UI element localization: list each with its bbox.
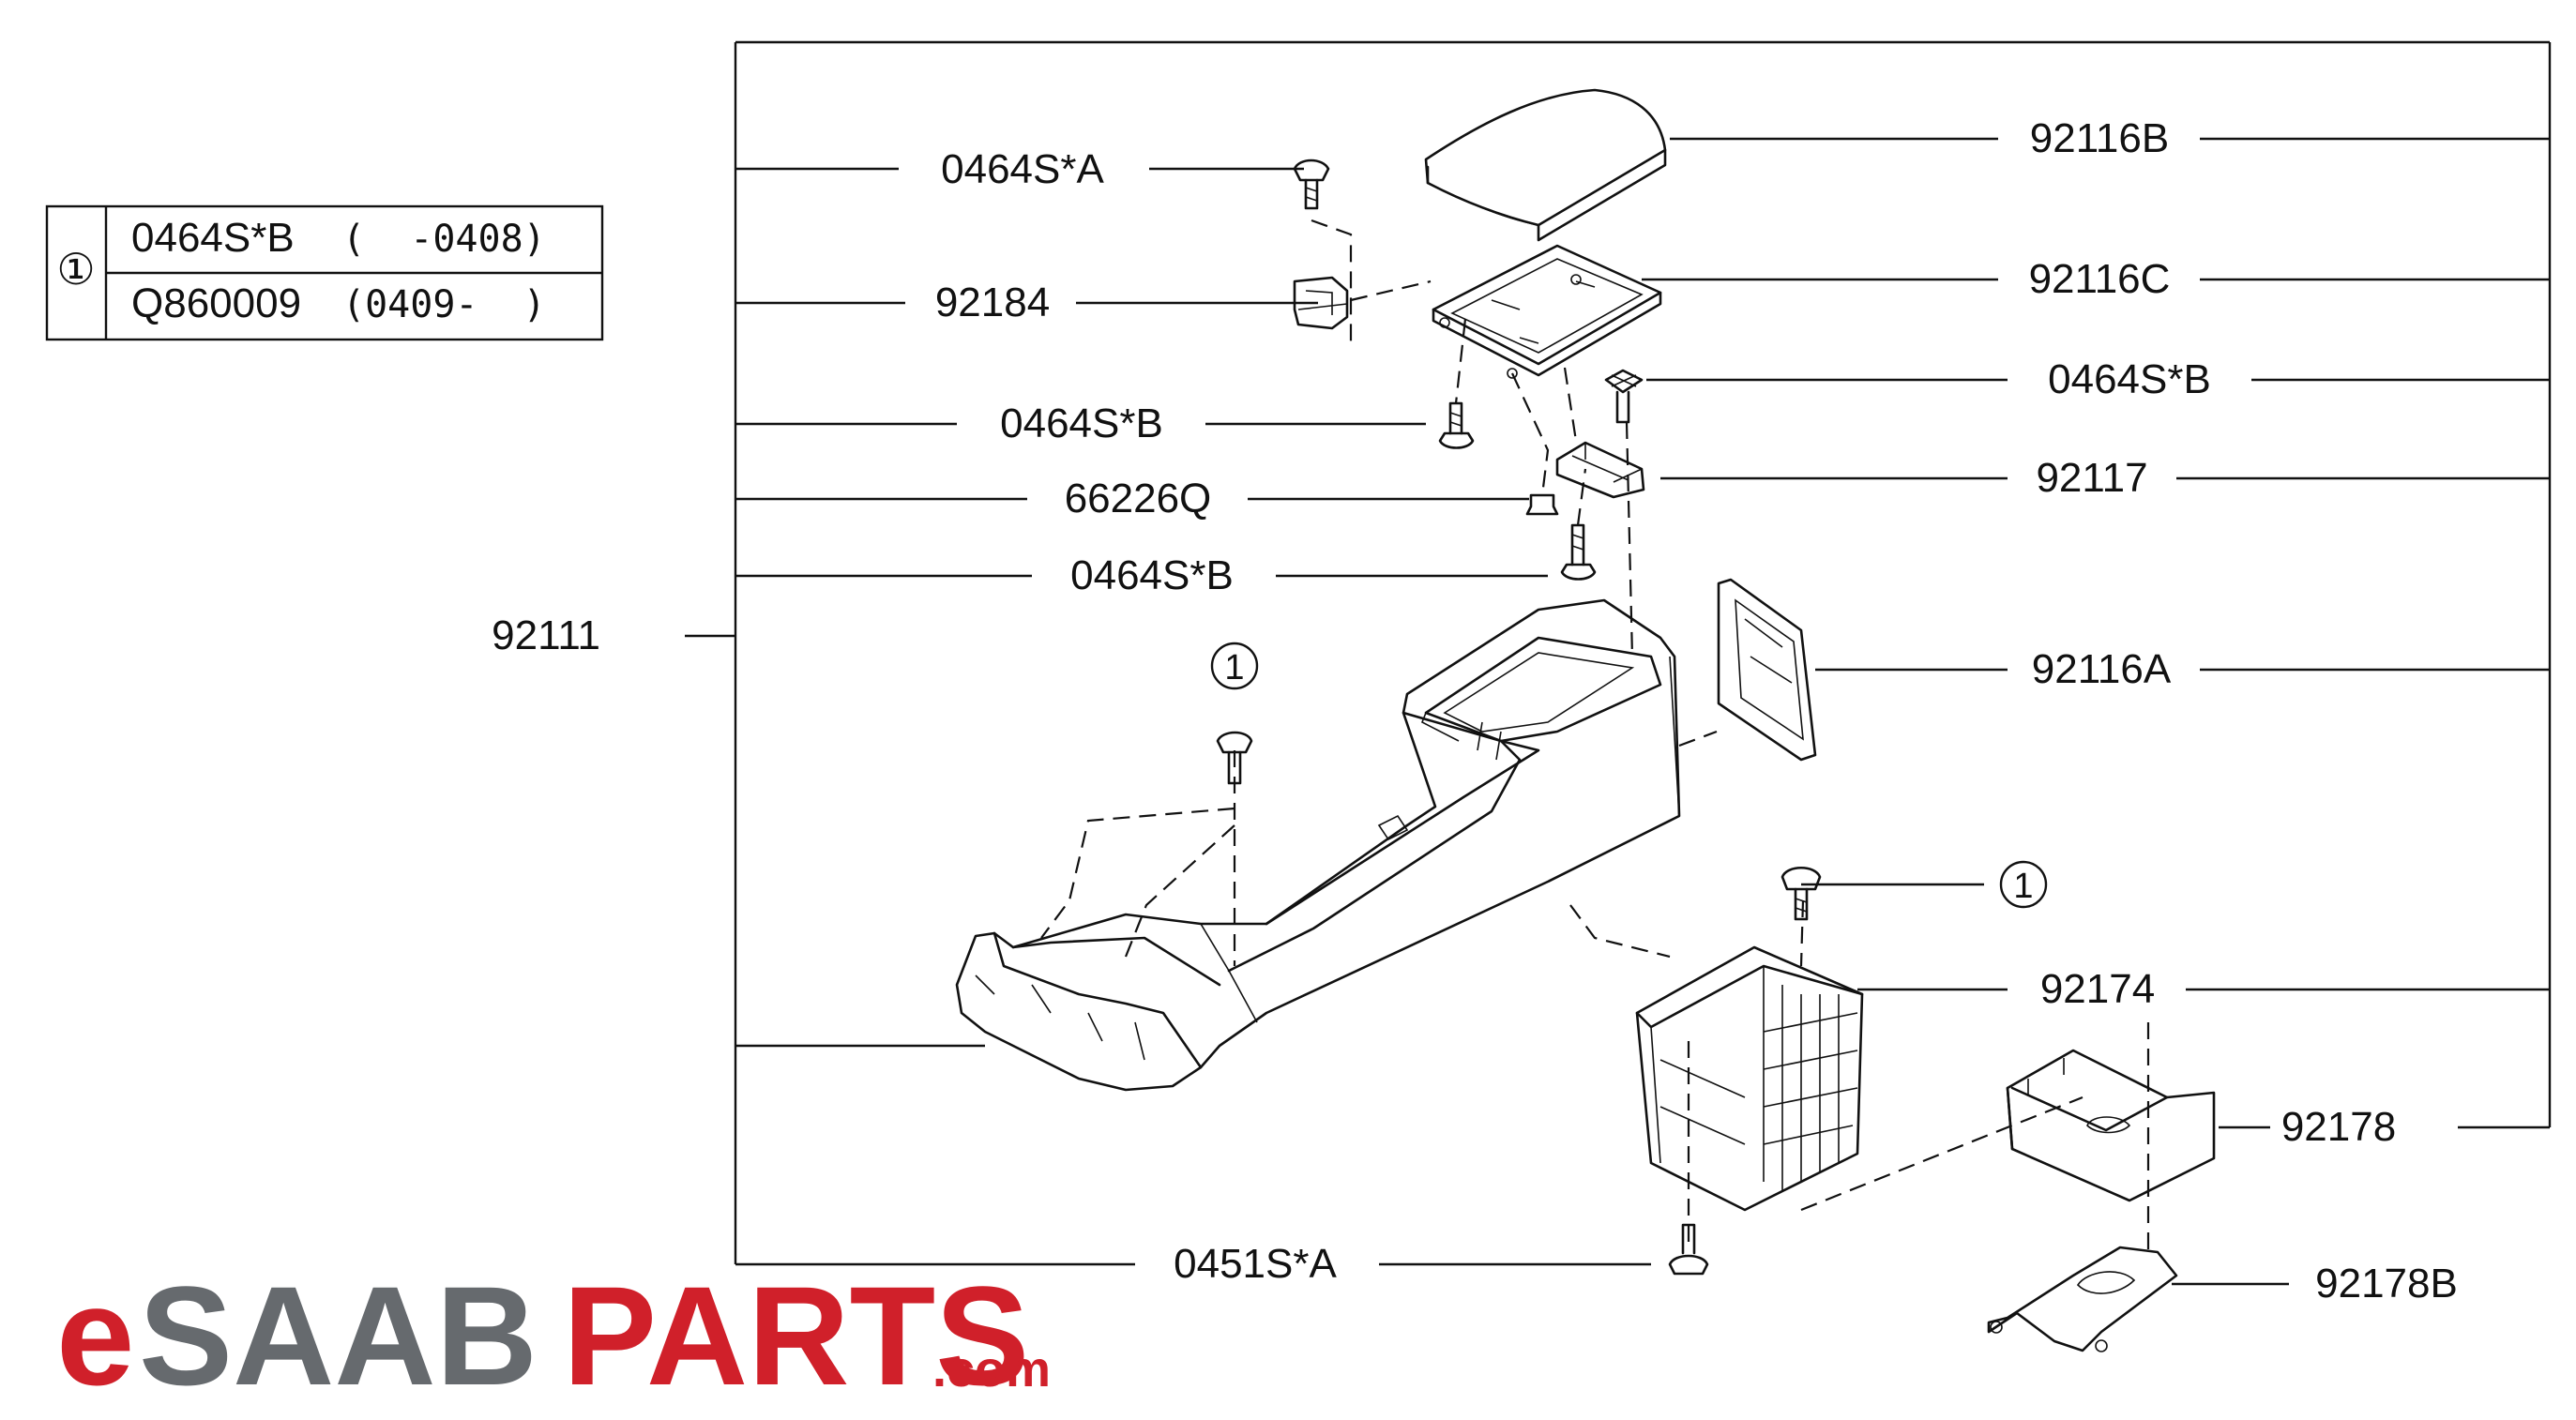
label-0464sb-3: 0464S*B [2048,356,2211,402]
label-0464sb-2: 0464S*B [1070,552,1234,598]
side-panel-92116a [1717,578,1817,762]
logo-parts: PARTS [563,1257,1029,1414]
screw-console [1216,731,1253,785]
clip-92184 [1293,276,1349,330]
screw-0464sb-lower [1560,523,1597,581]
legend-table: ① 0464S*B ( -0408) Q860009 (0409- ) [45,204,604,341]
assembly-dashed-lines [1040,219,2150,1257]
svg-text:1: 1 [1224,648,1244,687]
label-92184: 92184 [935,279,1050,325]
logo-saab: SAAB [139,1257,538,1414]
esaabparts-logo: e SAAB PARTS .com [56,1257,1051,1414]
legend-marker: ① [56,245,95,294]
label-92117: 92117 [2036,455,2147,501]
label-0464sa: 0464S*A [941,146,1104,192]
svg-text:1: 1 [2013,867,2033,906]
logo-com: .com [932,1341,1051,1397]
armrest-lid [1424,88,1667,242]
legend-part-1: 0464S*B [131,215,295,261]
label-0451sa: 0451S*A [1174,1241,1337,1287]
screw-0464sb-left [1438,401,1475,449]
legend-range-2: (0409- ) [342,283,546,326]
screw-0464sb-right [1604,369,1644,424]
logo-e: e [56,1257,134,1414]
nut-66226q [1525,493,1559,516]
label-0464sb-1: 0464S*B [1000,400,1163,446]
label-66226q: 66226Q [1065,476,1212,521]
bracket-92178 [2006,1049,2216,1202]
screw-tray [1780,866,1822,921]
latch-92117 [1555,441,1645,499]
reference-marker-1: 1 [1210,642,1259,690]
plate-92178b [1987,1246,2178,1352]
reference-marker-2: 1 [1999,860,2048,909]
bolt-0451sa [1668,1223,1709,1276]
label-92111: 92111 [492,612,600,658]
callout-frame [685,40,2552,1286]
label-92178: 92178 [2281,1104,2396,1150]
storage-tray-92174 [1635,945,1864,1212]
label-92178b: 92178B [2315,1261,2458,1307]
lid-frame [1432,244,1662,379]
label-92116a: 92116A [2032,646,2172,692]
callout-labels: 92111 0464S*A 92184 0464S*B 66226Q 0464S… [492,115,2458,1307]
legend-range-1: ( -0408) [342,218,546,261]
legend-part-2: Q860009 [131,280,301,326]
label-92116c: 92116C [2029,256,2171,302]
center-console-92111 [955,598,1681,1092]
label-92174: 92174 [2040,966,2155,1012]
label-92116b: 92116B [2030,115,2169,161]
screw-0464sa [1293,159,1330,210]
